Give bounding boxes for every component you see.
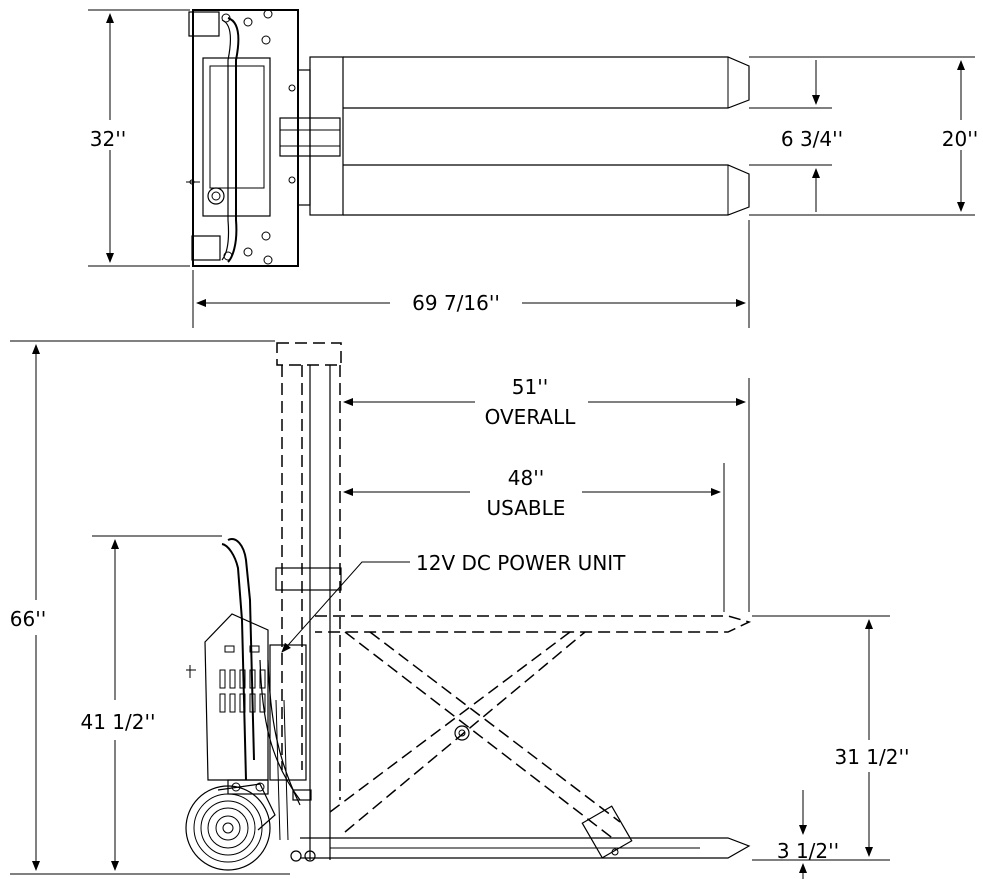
dim-overall-length-label: 69 7/16'': [412, 291, 500, 315]
raised-mast-top: [276, 342, 342, 366]
scissor-pivot: [454, 725, 470, 741]
side-handle: [221, 538, 255, 781]
side-view: [185, 342, 752, 871]
dim-handle-height-label: 41 1/2'': [81, 710, 156, 734]
top-fork-upper: [343, 56, 750, 109]
side-dimensions: [10, 340, 890, 879]
top-fork-carriage: [309, 56, 344, 216]
dim-max-lift-label: 31 1/2'': [835, 745, 910, 769]
power-unit-box: [204, 613, 269, 781]
top-frame-plate: [192, 9, 299, 267]
dim-usable-word: USABLE: [487, 496, 566, 520]
top-fork-lower: [343, 164, 750, 216]
scissor-arm-a: [344, 631, 616, 841]
top-bolts: [221, 9, 296, 265]
dim-fork-gap-label: 6 3/4'': [781, 127, 843, 151]
top-caster-lower: [191, 235, 221, 261]
top-view: [186, 9, 750, 267]
scissor-arm-b: [344, 631, 586, 833]
mast-cap: [275, 567, 342, 591]
dim-lowered-label: 3 1/2'': [777, 839, 839, 863]
dim-48-label: 48'': [508, 466, 544, 490]
dim-overall-word: OVERALL: [485, 405, 577, 429]
lowered-fork: [300, 837, 751, 859]
dim-height-label: 66'': [10, 607, 46, 631]
top-caster-upper: [188, 11, 220, 37]
top-dimensions: [88, 9, 975, 328]
drive-wheel: [185, 785, 271, 871]
top-mast: [297, 69, 311, 206]
dim-fork-span-label: 20'': [942, 127, 978, 151]
raised-fork: [315, 615, 752, 633]
power-unit-callout: 12V DC POWER UNIT: [416, 551, 626, 575]
dim-32-label: 32'': [90, 127, 126, 151]
power-unit-side: [269, 644, 307, 781]
dim-51-label: 51'': [512, 375, 548, 399]
